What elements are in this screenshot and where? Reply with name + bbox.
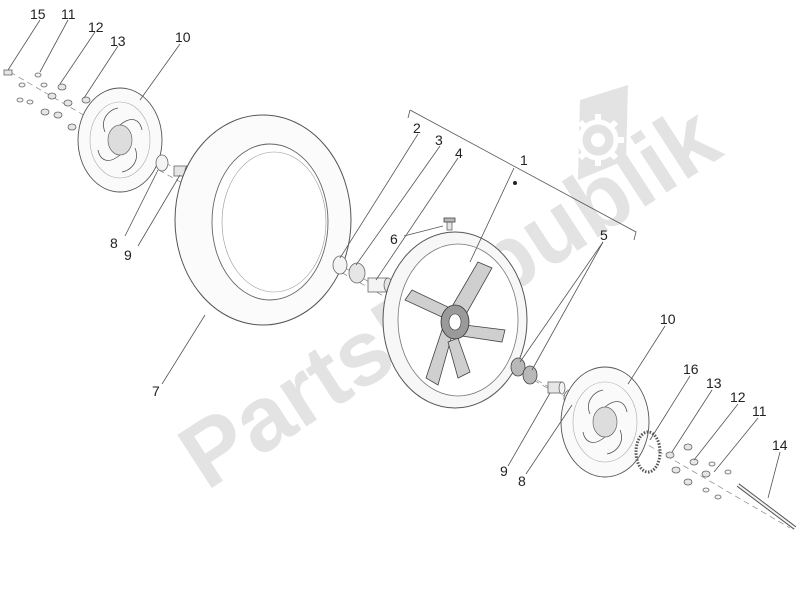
brake-disc-right: [560, 366, 650, 478]
right-hardware-group: [665, 443, 732, 500]
seal-8-left: [155, 154, 169, 172]
bearing-5b: [522, 365, 538, 385]
callout-12-right: 12: [730, 389, 746, 405]
callout-13-right: 13: [706, 375, 722, 391]
callout-14: 14: [772, 437, 788, 453]
bracket-1: [407, 109, 637, 241]
bracket-dot: [513, 181, 517, 185]
callout-1: 1: [520, 152, 528, 168]
callout-9-right: 9: [500, 463, 508, 479]
callout-11: 11: [61, 6, 76, 22]
bearing-5a: [510, 357, 526, 377]
callout-8-left: 8: [110, 235, 118, 251]
callout-7: 7: [152, 383, 160, 399]
callout-4: 4: [455, 145, 463, 161]
wheel-rim: [382, 231, 528, 409]
valve-6: [443, 217, 456, 231]
callout-9-left: 9: [124, 247, 132, 263]
bearing-3: [348, 262, 366, 284]
axle-14: [736, 483, 797, 530]
tone-ring-16: [634, 430, 662, 474]
callout-2: 2: [413, 120, 421, 136]
callout-10-right: 10: [660, 311, 676, 327]
callout-6: 6: [390, 231, 398, 247]
bolt-15: [3, 69, 13, 76]
callout-16: 16: [683, 361, 699, 377]
gear-icon: [572, 85, 628, 180]
callout-15: 15: [30, 6, 46, 22]
seal-2: [332, 255, 348, 275]
spacer-9-right: [547, 381, 566, 395]
callout-13: 13: [110, 33, 126, 49]
callout-8-right: 8: [518, 473, 526, 489]
brake-disc-left: [77, 87, 163, 193]
callout-10-left: 10: [175, 29, 191, 45]
leader-lines: [7, 19, 781, 499]
tyre: [174, 114, 352, 326]
callout-11-right: 11: [752, 403, 767, 419]
callout-12: 12: [88, 19, 104, 35]
callout-3: 3: [435, 132, 443, 148]
callout-5: 5: [600, 227, 608, 243]
